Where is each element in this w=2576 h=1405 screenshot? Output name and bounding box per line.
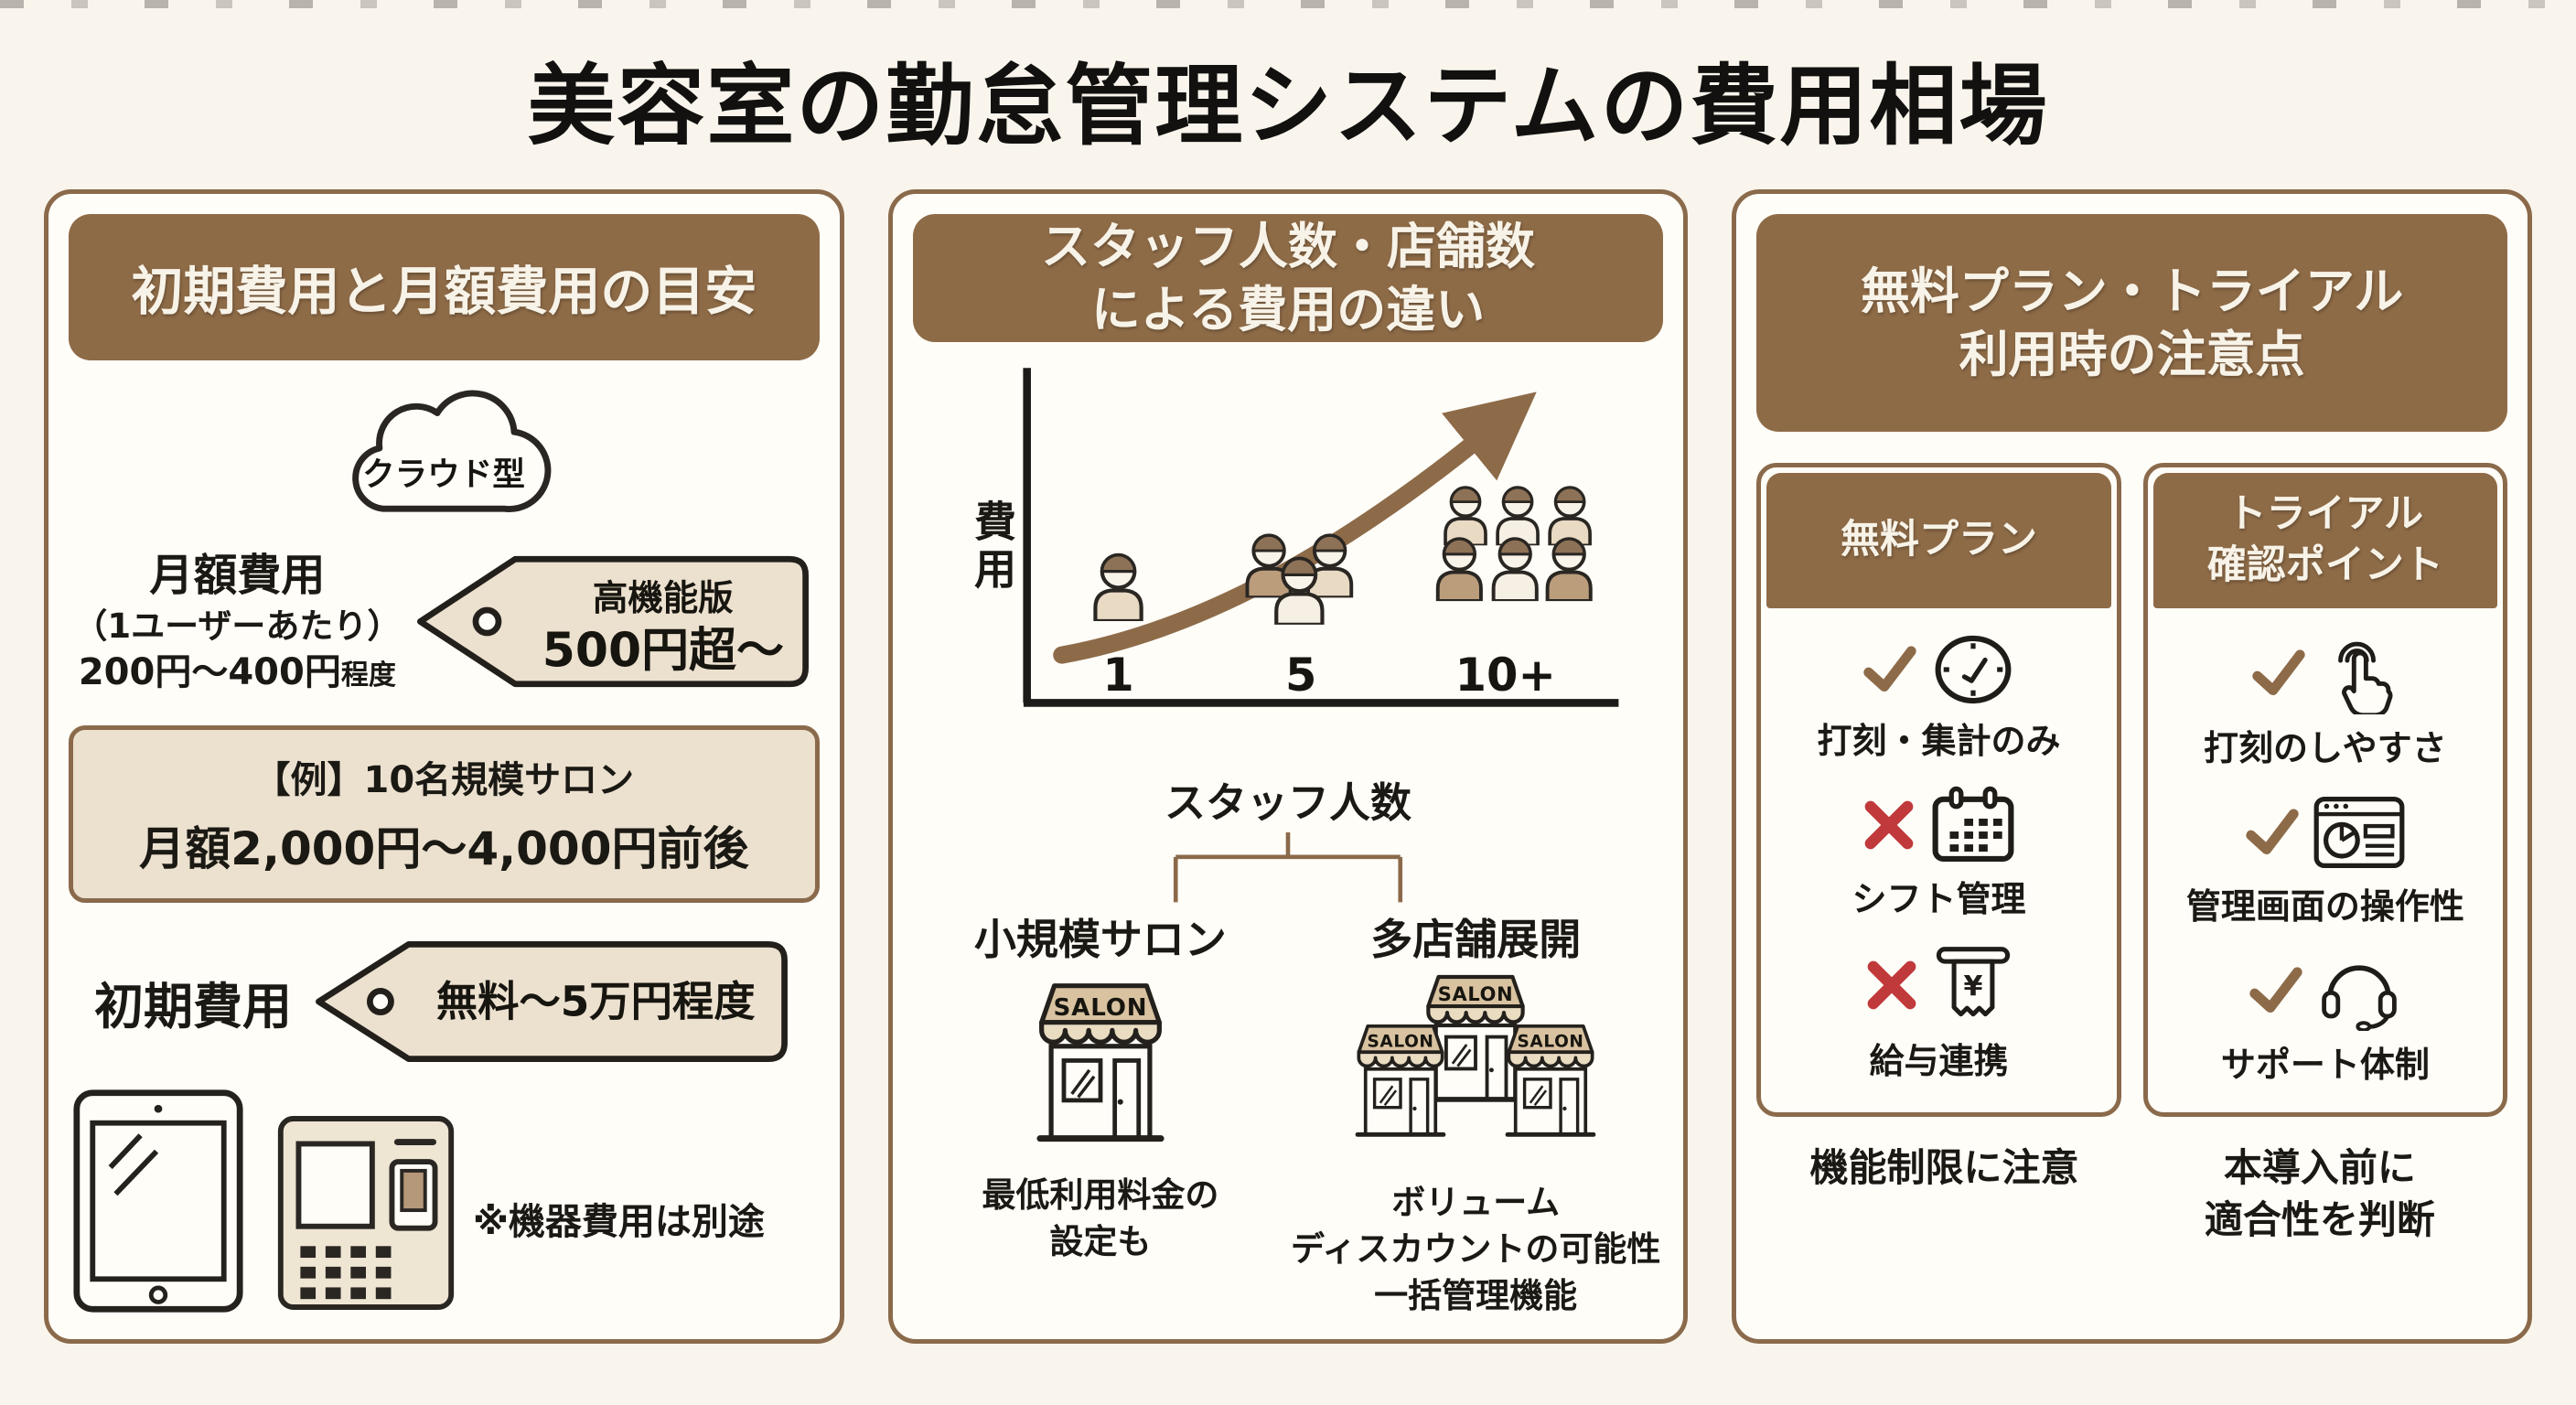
trial-card: トライアル 確認ポイント — [2142, 463, 2508, 1117]
branches-row: 小規模サロン 最低利用料金の 設定も 多店舗展開 — [913, 906, 1664, 1319]
initial-cost-row: 初期費用 無料〜5万円程度 — [69, 927, 820, 1077]
clock-icon — [1935, 635, 2011, 704]
cross-icon — [1861, 797, 1917, 853]
yen-receipt-icon: ¥ — [1936, 947, 2010, 1017]
check-icon — [2244, 804, 2301, 861]
cost-growth-chart: 費用 — [931, 355, 1645, 767]
tick-5: 5 — [1285, 649, 1316, 702]
right-panel-header: 無料プラン・トライアル 利用時の注意点 — [1756, 214, 2508, 432]
check-icon — [2250, 645, 2307, 702]
middle-panel-header: スタッフ人数・店舗数 による費用の違い — [912, 214, 1664, 342]
chart-x-axis-label: スタッフ人数 — [1165, 778, 1412, 827]
initial-cost-title: 初期費用 — [94, 977, 292, 1035]
card-footers-row: 機能制限に注意 本導入前に 適合性を判断 — [1756, 1142, 2507, 1246]
feature-support: サポート体制 — [2221, 950, 2430, 1087]
monthly-range: 200円〜400円程度 — [78, 650, 396, 693]
branch-multi-store: 多店舗展開 ボリューム ディスカウントの可能性 一括管理機能 — [1288, 906, 1663, 1319]
staff-group-10-icon — [1435, 485, 1593, 601]
panel-staff-store-cost: スタッフ人数・店舗数 による費用の違い 費用 — [887, 189, 1689, 1344]
tick-1: 1 — [1102, 649, 1133, 702]
feature-no-shift: シフト管理 — [1852, 785, 2026, 921]
monthly-cost-text: 月額費用 （1ユーザーあたり） 200円〜400円程度 — [69, 547, 406, 695]
example-line2: 月額2,000円〜4,000円前後 — [139, 822, 749, 875]
example-price-box: 【例】10名規模サロン 月額2,000円〜4,000円前後 — [69, 725, 820, 903]
free-plan-footer: 機能制限に注意 — [1809, 1145, 2079, 1190]
small-salon-title: 小規模サロン — [973, 914, 1227, 964]
svg-text:¥: ¥ — [1963, 971, 1982, 1003]
feature-punch-only: 打刻・集計のみ — [1818, 632, 2061, 763]
initial-price-tag-icon: 無料〜5万円程度 — [316, 940, 788, 1063]
cloud-icon: クラウド型 — [326, 375, 562, 527]
monthly-subtitle: （1ユーザーあたり） — [73, 606, 402, 646]
premium-tag-line1: 高機能版 — [593, 578, 734, 619]
dashboard-icon — [2313, 797, 2405, 868]
free-plan-body: 打刻・集計のみ — [1761, 608, 2116, 1109]
page-title: 美容室の勤怠管理システムの費用相場 — [527, 55, 2049, 157]
premium-tag-line2: 500円超〜 — [542, 624, 783, 679]
panels-row: 初期費用と月額費用の目安 クラウド型 月額費用 （1ユーザーあたり） 200円〜… — [0, 189, 2576, 1344]
feature-no-payroll: ¥ 給与連携 — [1863, 943, 2015, 1083]
trial-body: 打刻のしやすさ — [2148, 608, 2503, 1112]
multi-store-title: 多店舗展開 — [1370, 914, 1582, 964]
monthly-title: 月額費用 — [149, 550, 326, 602]
tap-icon — [2337, 641, 2393, 714]
headset-icon — [2322, 965, 2397, 1031]
check-icon — [2248, 962, 2304, 1019]
staff-group-5-icon — [1245, 532, 1354, 624]
salon-store-icon — [1004, 978, 1197, 1161]
branch-bracket — [1173, 831, 1403, 902]
monthly-cost-row: 月額費用 （1ユーザーあたり） 200円〜400円程度 高機能版 500円超〜 — [69, 538, 820, 705]
feature-punch-ease: 打刻のしやすさ — [2204, 632, 2447, 770]
multi-store-desc: ボリューム ディスカウントの可能性 一括管理機能 — [1290, 1182, 1661, 1315]
calendar-icon — [1932, 786, 2013, 863]
branch-small-salon: 小規模サロン 最低利用料金の 設定も — [913, 906, 1288, 1319]
tablet-icon — [73, 1089, 243, 1313]
feature-admin-ui: 管理画面の操作性 — [2186, 792, 2464, 928]
cloud-label: クラウド型 — [362, 456, 525, 494]
cross-icon — [1863, 957, 1920, 1014]
tick-10plus: 10+ — [1455, 649, 1556, 702]
time-clock-device-icon — [277, 1116, 455, 1310]
top-crop-artifact — [0, 0, 2576, 8]
panel-free-trial-notes: 無料プラン・トライアル 利用時の注意点 無料プラン — [1732, 189, 2533, 1344]
devices-row: ※機器費用は別途 — [69, 1086, 820, 1316]
check-icon — [1862, 641, 1918, 698]
example-line1: 【例】10名規模サロン — [253, 759, 635, 801]
device-cost-note: ※機器費用は別途 — [473, 1201, 765, 1243]
staff-group-1-icon — [1095, 554, 1141, 620]
plan-cards-row: 無料プラン — [1756, 463, 2508, 1117]
trial-header: トライアル 確認ポイント — [2152, 473, 2498, 608]
initial-tag-label: 無料〜5万円程度 — [436, 977, 756, 1025]
panel-cost-estimate: 初期費用と月額費用の目安 クラウド型 月額費用 （1ユーザーあたり） 200円〜… — [44, 189, 844, 1344]
multi-store-icon — [1325, 971, 1626, 1168]
free-plan-card: 無料プラン — [1756, 463, 2121, 1117]
chart-y-axis-label: 費用 — [968, 499, 1017, 595]
left-panel-header: 初期費用と月額費用の目安 — [69, 214, 820, 360]
small-salon-desc: 最低利用料金の 設定も — [982, 1174, 1219, 1261]
premium-price-tag-icon: 高機能版 500円超〜 — [416, 555, 809, 688]
trial-footer: 本導入前に 適合性を判断 — [2204, 1145, 2435, 1242]
free-plan-header: 無料プラン — [1766, 473, 2111, 608]
